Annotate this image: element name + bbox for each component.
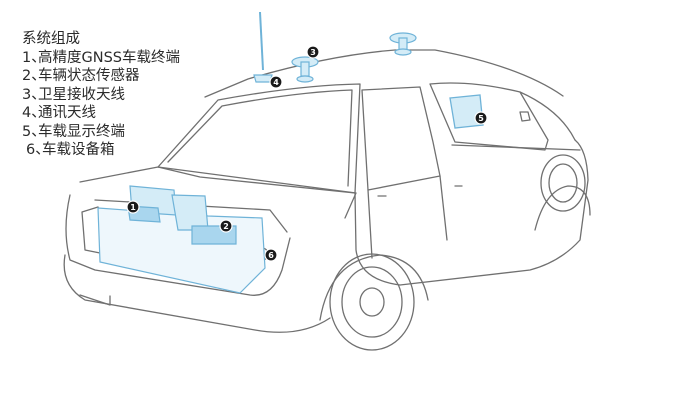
marker-6: 6 — [264, 248, 278, 262]
marker-5: 5 — [474, 111, 488, 125]
communication-antenna — [253, 11, 273, 83]
legend-item-5: 5、车载显示终端 — [22, 123, 125, 140]
marker-1: 1 — [126, 200, 140, 214]
satellite-antenna-left — [291, 56, 319, 83]
marker-3: 3 — [306, 45, 320, 59]
legend: 系统组成 1、高精度GNSS车载终端 2、车辆状态传感器 3、卫星接收天线 4、… — [22, 30, 180, 160]
svg-text:6: 6 — [268, 251, 274, 260]
car-body-outline — [63, 49, 591, 351]
legend-item-3: 3、卫星接收天线 — [22, 86, 125, 103]
legend-item-2: 2、车辆状态传感器 — [22, 68, 140, 84]
svg-text:5: 5 — [478, 114, 484, 123]
svg-text:2: 2 — [223, 222, 229, 231]
satellite-antenna-right — [389, 32, 417, 56]
svg-text:1: 1 — [130, 203, 136, 212]
svg-text:3: 3 — [310, 48, 316, 57]
legend-item-4: 4、通讯天线 — [22, 105, 96, 121]
legend-item-1: 1、高精度GNSS车载终端 — [22, 49, 180, 66]
svg-text:4: 4 — [273, 78, 279, 87]
legend-title: 系统组成 — [22, 31, 80, 47]
marker-2: 2 — [219, 219, 233, 233]
legend-item-6: 6、车载设备箱 — [26, 142, 115, 158]
marker-4: 4 — [269, 75, 283, 89]
